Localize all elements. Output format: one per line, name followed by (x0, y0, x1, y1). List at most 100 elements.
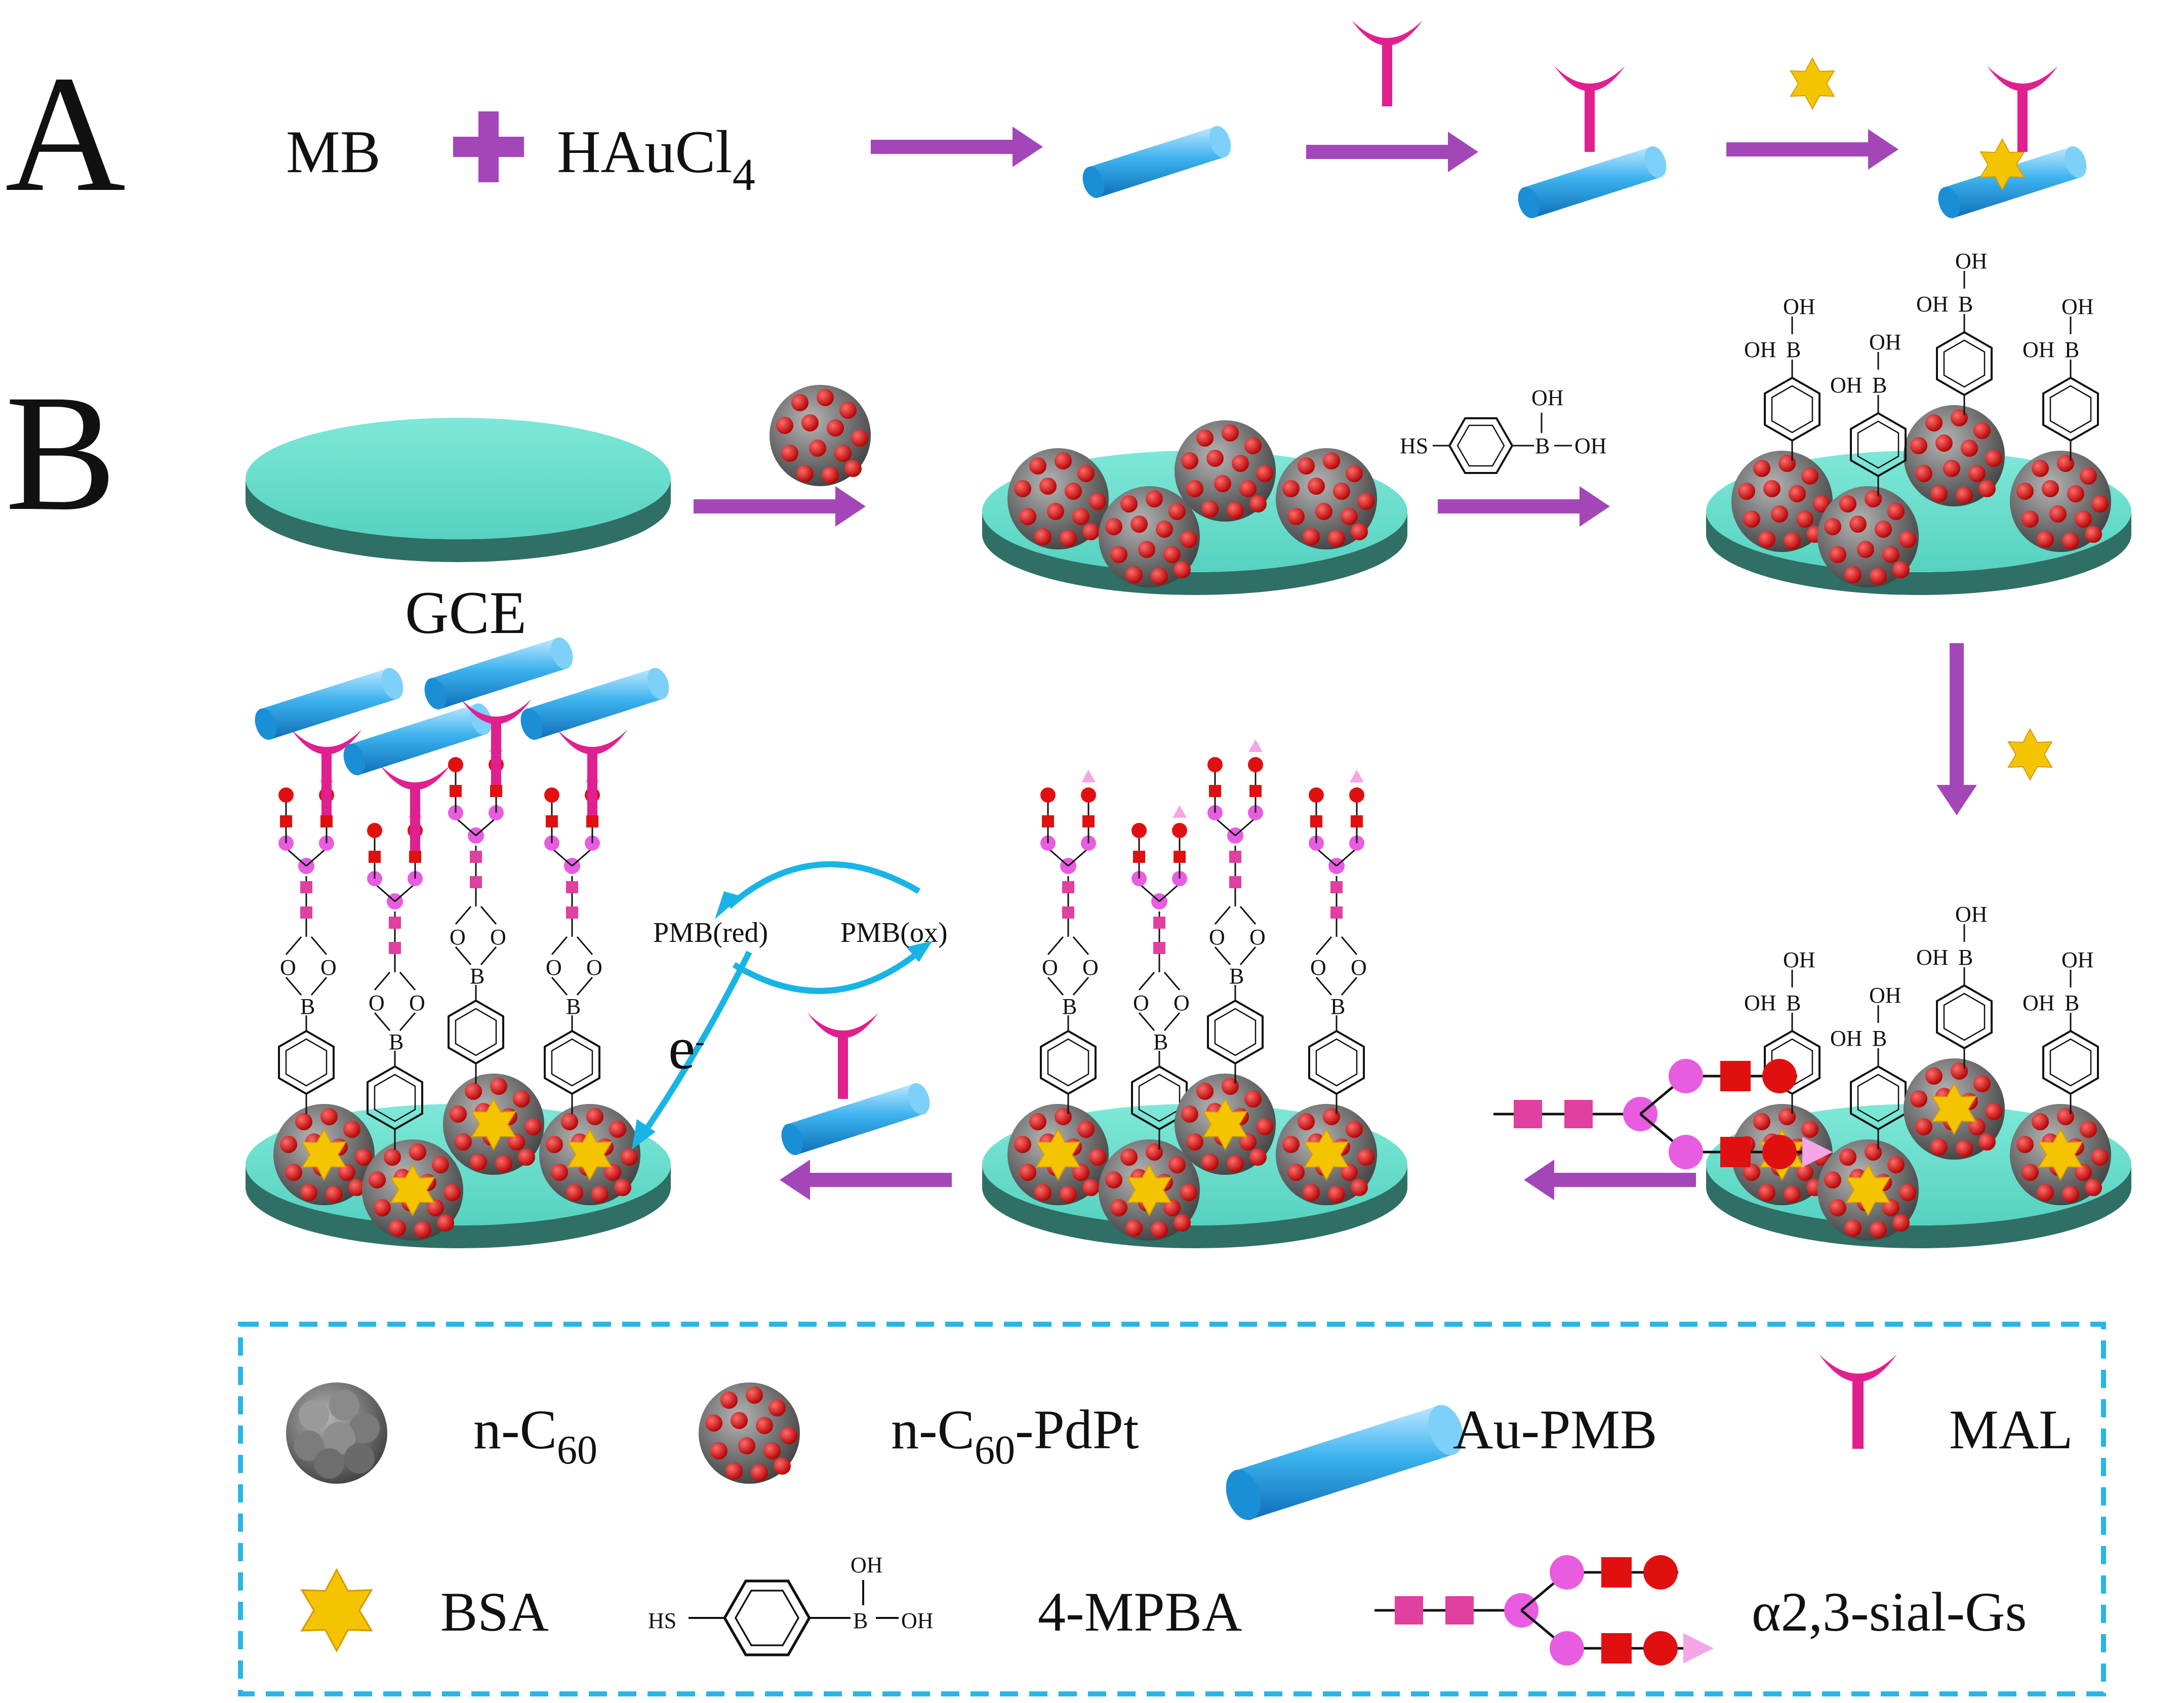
mal-icon (1819, 1354, 1897, 1449)
oxygen-atom: O (1209, 925, 1225, 949)
hydroxyl: OH (1783, 294, 1815, 319)
arrow-icon (694, 486, 866, 527)
glycan-icon (1039, 769, 1097, 938)
benzene-ring-icon (1936, 984, 1993, 1049)
pdpt-particle-icon (1276, 448, 1377, 549)
boron-atom: B (2065, 991, 2079, 1015)
svg-text:B: B (853, 1608, 868, 1633)
mpba-structure-icon: HS B OH OH (1400, 385, 1607, 474)
hydroxyl: OH (1955, 249, 1988, 273)
hydroxyl: OH (1916, 945, 1949, 970)
oxygen-atom: O (1351, 955, 1367, 980)
gce-electrode (246, 418, 671, 562)
panel-a-label: A (5, 42, 126, 226)
mal-icon (807, 1013, 878, 1099)
electron-label: e- (668, 1014, 705, 1082)
gce-label: GCE (405, 579, 527, 646)
benzene-ring-icon (2042, 1030, 2099, 1095)
oxygen-atom: O (450, 925, 466, 949)
hydroxyl: OH (2061, 294, 2094, 319)
n-c60-icon (286, 1382, 387, 1484)
benzene-ring-icon (1207, 1000, 1264, 1064)
glycan-icon (1206, 738, 1264, 907)
benzene-ring-icon (1764, 377, 1821, 442)
arrow-icon (1726, 129, 1898, 170)
hydroxyl: OH (1744, 991, 1776, 1015)
pmb-red-label: PMB(red) (653, 917, 768, 948)
arrow-left-icon (780, 1160, 952, 1200)
boron-atom: B (566, 994, 581, 1019)
mpba-legend-icon: HS B OH OH (648, 1553, 934, 1655)
boron-atom: B (1872, 373, 1887, 398)
svg-text:OH: OH (901, 1608, 934, 1633)
boron-atom: B (1786, 337, 1801, 362)
arrow-icon (871, 127, 1043, 167)
pdpt-particle-icon (1007, 448, 1109, 549)
oxygen-atom: O (1082, 955, 1099, 980)
boron-atom: B (1958, 945, 1973, 970)
boron-atom: B (1786, 991, 1801, 1015)
bsa-star-icon (1790, 58, 1835, 109)
pdpt-particle-icon (1175, 420, 1276, 522)
oxygen-atom: O (320, 955, 337, 980)
boron-atom: B (300, 994, 315, 1019)
redox-cycle: PMB(red) PMB(ox) e- (632, 861, 948, 1150)
benzene-ring-icon (1308, 1030, 1365, 1095)
panel-b-label: B (5, 361, 116, 545)
hydroxyl: OH (1830, 373, 1863, 398)
mal-icon (1554, 66, 1625, 152)
boron-atom: B (2065, 337, 2079, 362)
legend-mal: MAL (1949, 1399, 2073, 1460)
svg-text:B: B (1535, 433, 1550, 458)
legend-n-c60-pdpt: n-C60-PdPt (891, 1399, 1139, 1473)
benzene-ring-icon (1040, 1030, 1097, 1095)
au-pmb-rod-icon (1514, 143, 1670, 221)
plus-icon (453, 111, 524, 182)
benzene-ring-icon (544, 1030, 600, 1095)
oxygen-atom: O (490, 925, 506, 949)
hydroxyl: OH (1869, 330, 1902, 354)
boron-atom: B (470, 964, 484, 988)
legend-glycan: α2,3-sial-Gs (1752, 1581, 2027, 1643)
oxygen-atom: O (409, 991, 425, 1015)
bsa-icon (301, 1569, 373, 1652)
hydroxyl: OH (1916, 292, 1949, 316)
benzene-ring-icon (2042, 377, 2099, 442)
oxygen-atom: O (546, 955, 562, 980)
svg-text:OH: OH (1574, 433, 1607, 458)
hydroxyl: OH (1869, 983, 1902, 1008)
svg-text:HS: HS (648, 1608, 676, 1633)
pdpt-particle-icon (770, 385, 871, 486)
oxygen-atom: O (1133, 991, 1149, 1015)
boron-atom: B (1153, 1029, 1168, 1054)
oxygen-atom: O (369, 991, 385, 1015)
arrow-icon (1306, 132, 1478, 172)
hydroxyl: OH (2061, 947, 2094, 972)
hydroxyl: OH (1830, 1026, 1863, 1051)
oxygen-atom: O (586, 955, 602, 980)
oxygen-atom: O (1310, 955, 1326, 980)
mb-label: MB (286, 118, 381, 185)
pdpt-particle-icon (1817, 486, 1919, 587)
boron-atom: B (1229, 964, 1244, 988)
glycan-icon (1130, 804, 1188, 973)
legend-4-mpba: 4-MPBA (1038, 1581, 1242, 1643)
au-pmb-icon (1220, 1400, 1470, 1525)
svg-text:OH: OH (851, 1553, 883, 1577)
pmb-ox-label: PMB(ox) (840, 917, 948, 948)
boron-atom: B (1062, 994, 1077, 1019)
